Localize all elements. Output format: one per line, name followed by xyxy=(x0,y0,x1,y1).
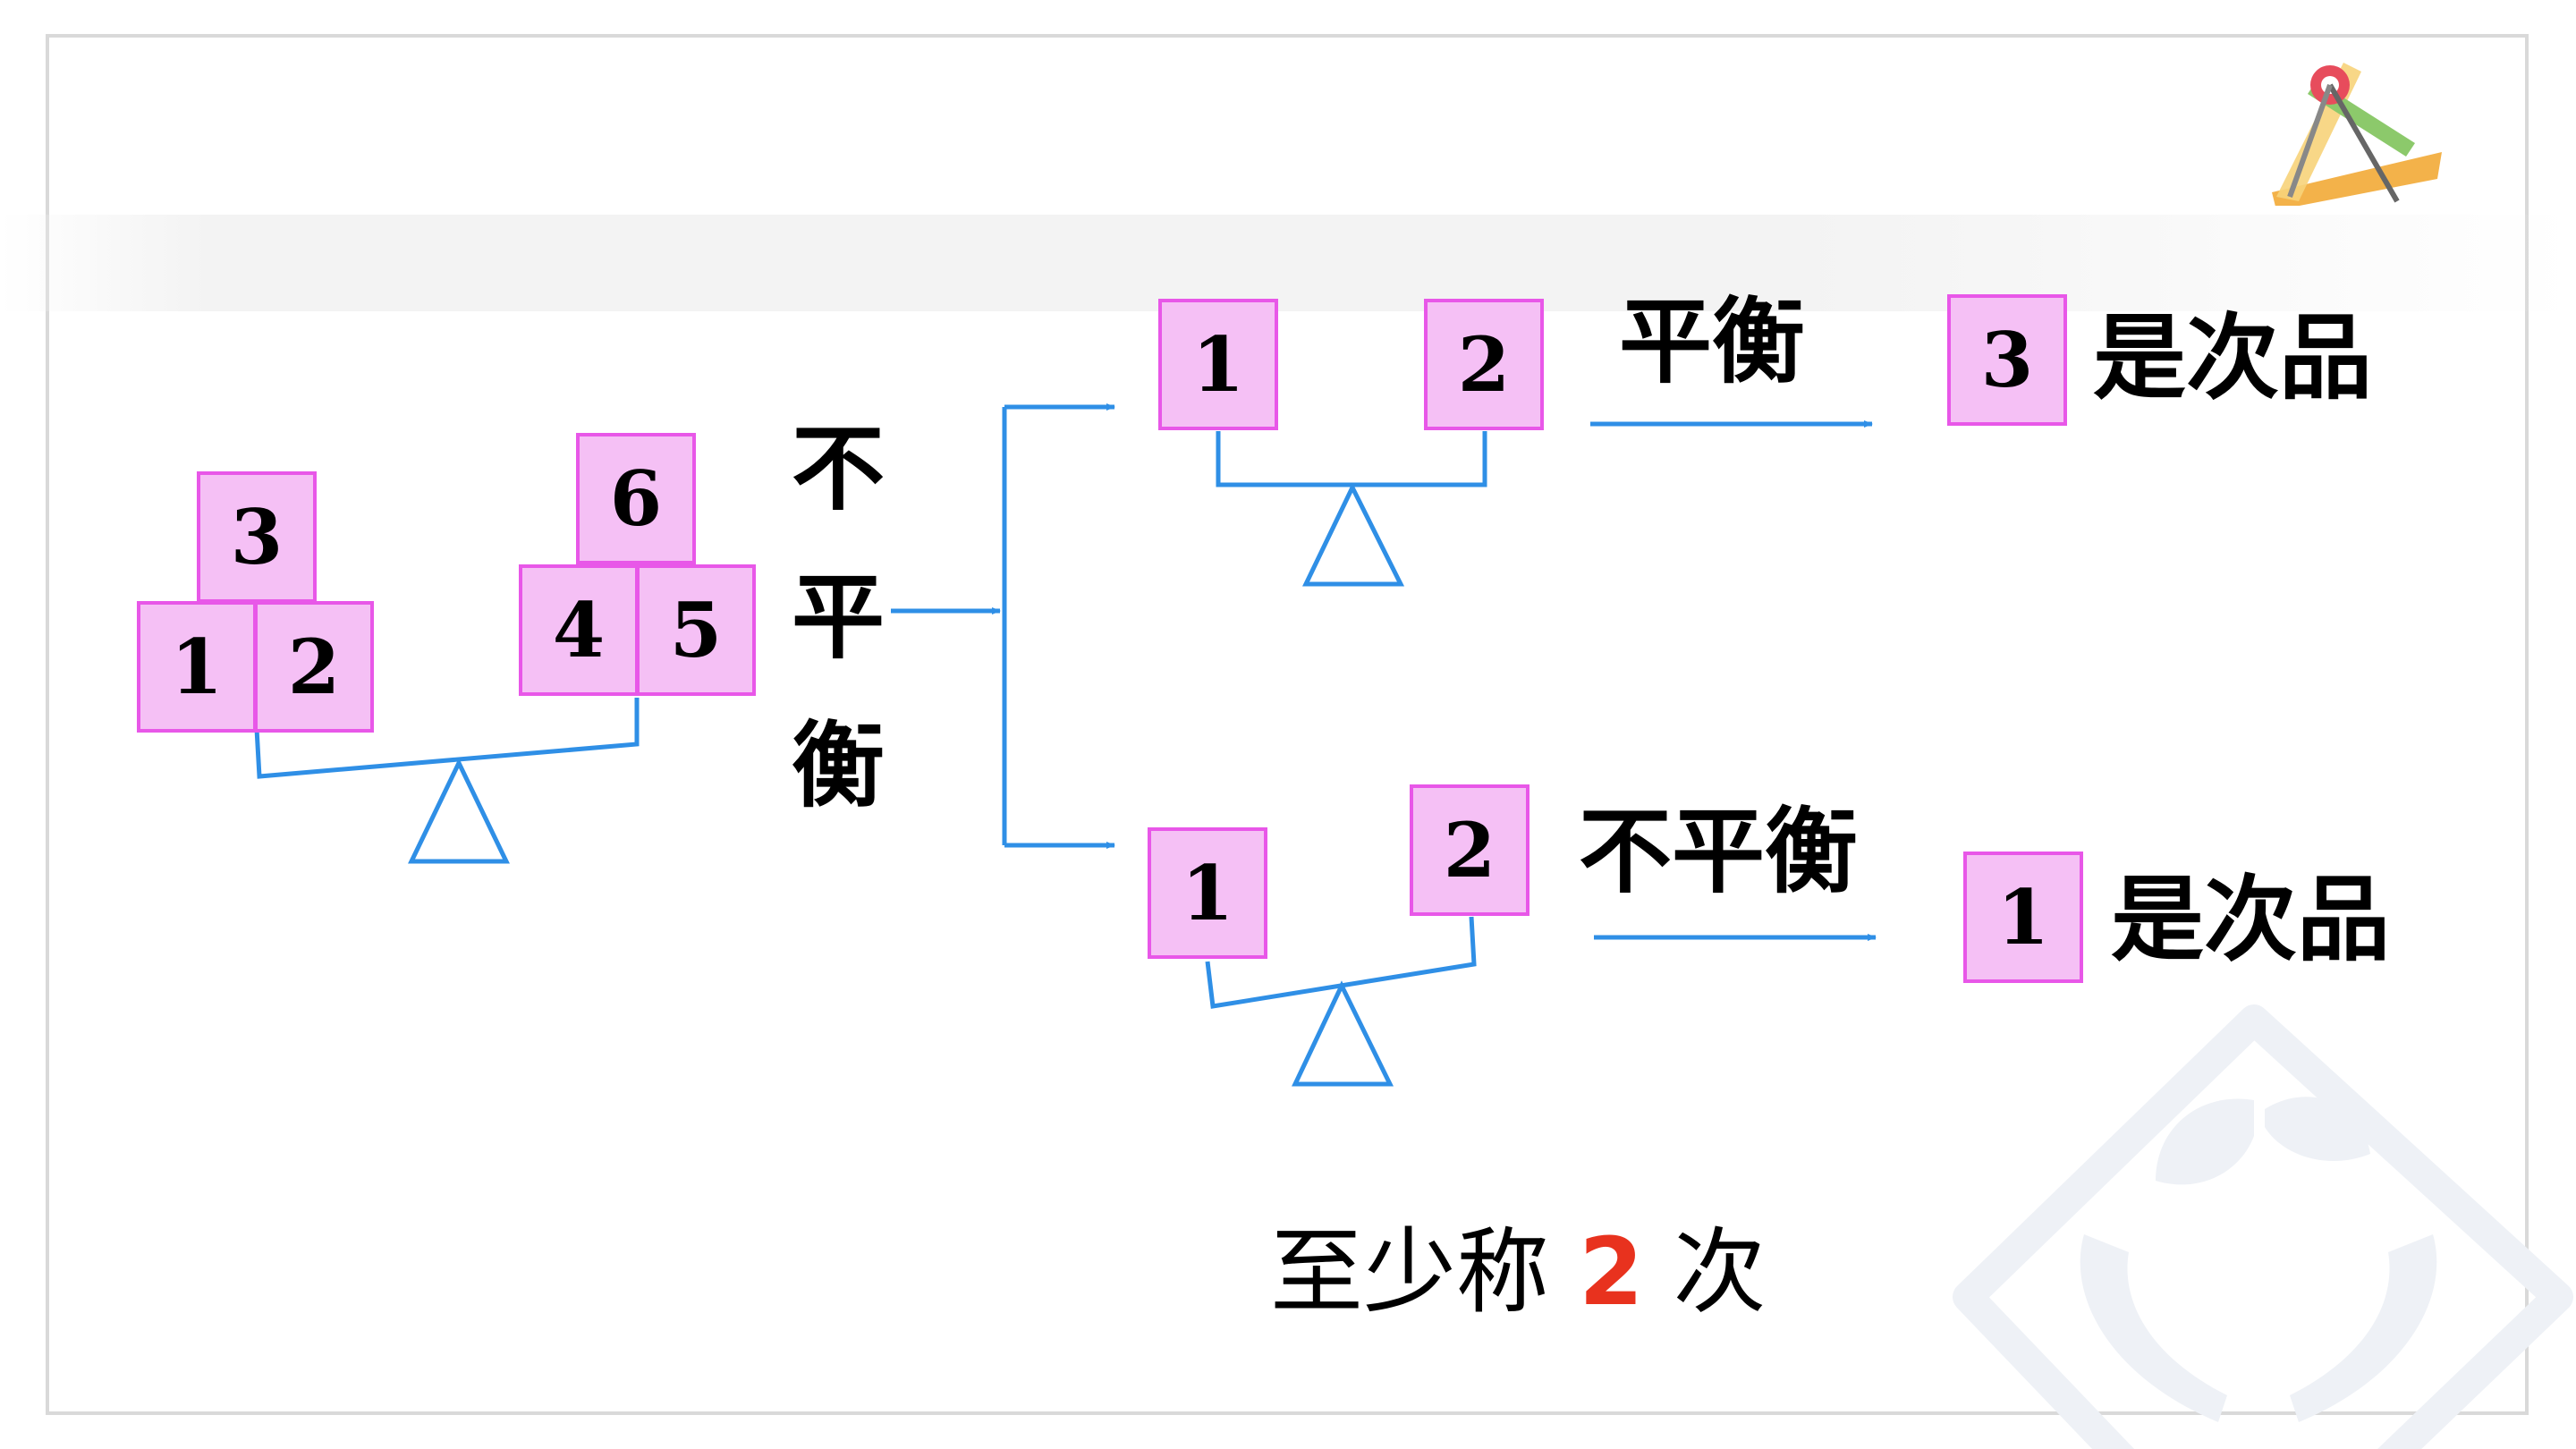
ball-number: 1 xyxy=(1996,873,2050,962)
unbalanced-vertical-label: 不 平 衡 xyxy=(792,422,885,868)
ball-box: 6 xyxy=(576,433,696,564)
ball-number: 1 xyxy=(1191,320,1245,409)
ball-number: 5 xyxy=(669,586,723,674)
top-scale-fulcrum xyxy=(1302,482,1405,587)
defective-ball-box: 1 xyxy=(1963,852,2083,983)
conclusion-text: 至少称 2 次 xyxy=(1270,1225,1767,1318)
label-char: 衡 xyxy=(792,711,886,820)
conclusion-prefix: 至少称 xyxy=(1270,1217,1550,1326)
left-scale-beam xyxy=(254,698,640,779)
left-scale-fulcrum xyxy=(408,758,510,864)
label-char: 平 xyxy=(792,563,886,672)
ball-box: 2 xyxy=(1424,299,1544,430)
defective-text: 是次品 xyxy=(2111,865,2391,974)
ball-box: 3 xyxy=(197,471,317,603)
unbalanced-label: 不平衡 xyxy=(1579,797,1859,906)
ball-number: 1 xyxy=(170,623,224,711)
hands-sprout-watermark-icon xyxy=(1953,1004,2573,1449)
conclusion-count: 2 xyxy=(1579,1217,1644,1326)
ball-box: 1 xyxy=(137,601,257,733)
ball-box: 5 xyxy=(636,564,756,696)
ball-number: 3 xyxy=(1980,316,2034,404)
ball-box: 1 xyxy=(1148,827,1267,959)
bottom-scale-fulcrum xyxy=(1292,980,1394,1087)
balanced-label: 平衡 xyxy=(1619,287,1806,396)
defective-ball-box: 3 xyxy=(1947,294,2067,426)
ball-number: 2 xyxy=(1443,806,1496,894)
ball-box: 4 xyxy=(519,564,639,696)
ball-number: 4 xyxy=(552,586,606,674)
ball-number: 2 xyxy=(287,623,341,711)
conclusion-suffix: 次 xyxy=(1673,1217,1767,1326)
ball-number: 3 xyxy=(230,493,284,581)
ball-box: 2 xyxy=(254,601,374,733)
ball-number: 6 xyxy=(609,454,663,543)
top-scale-beam xyxy=(1216,431,1487,487)
ball-number: 1 xyxy=(1181,849,1234,937)
decorative-band xyxy=(0,215,2576,311)
ball-number: 2 xyxy=(1457,320,1511,409)
defective-text: 是次品 xyxy=(2093,303,2373,412)
ball-box: 1 xyxy=(1158,299,1278,430)
compass-ruler-icon xyxy=(2272,63,2442,206)
label-char: 不 xyxy=(792,414,886,523)
ball-box: 2 xyxy=(1410,784,1530,916)
